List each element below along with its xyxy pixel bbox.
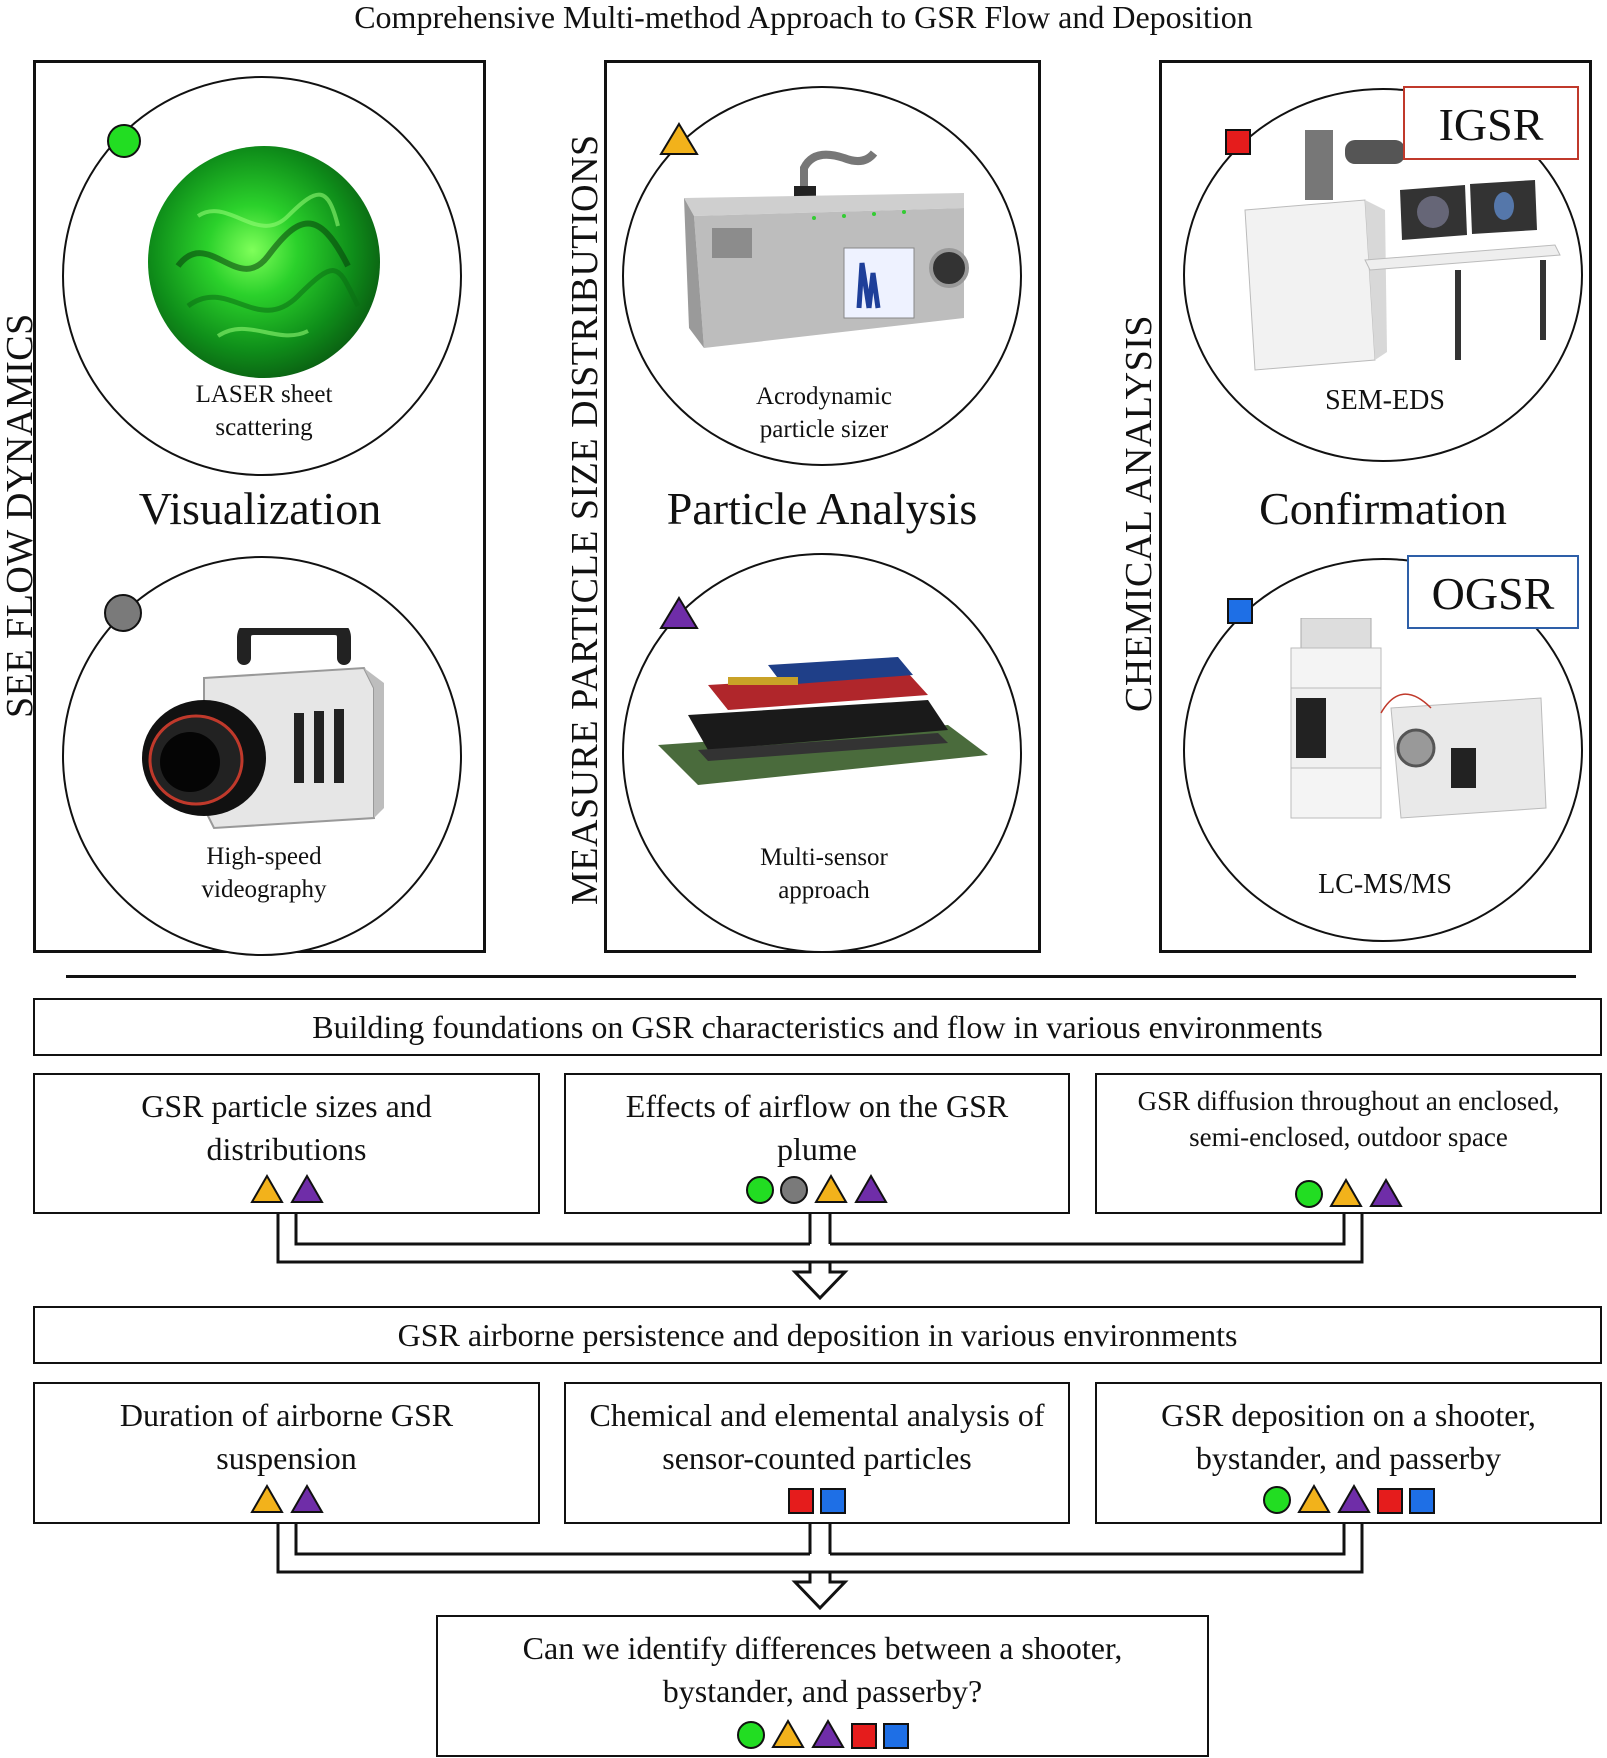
green-circle-marker <box>1294 1180 1323 1208</box>
yellow-triangle-marker <box>770 1719 805 1748</box>
green-circle-marker <box>736 1721 765 1749</box>
marker-row <box>1097 1178 1600 1208</box>
stage1-header-box: Building foundations on GSR characterist… <box>33 998 1602 1056</box>
marker-row <box>566 1488 1068 1514</box>
stage1-box-airflow-effects: Effects of airflow on the GSR plume <box>564 1073 1070 1214</box>
stage1-box-diffusion: GSR diffusion throughout an enclosed, se… <box>1095 1073 1602 1214</box>
final-question-text: Can we identify differences between a sh… <box>522 1630 1123 1709</box>
particle-sizer-caption: Acrodynamic particle sizer <box>755 383 893 443</box>
yellow-triangle-marker <box>659 122 699 155</box>
side-label-flow-dynamics: SEE FLOW DYNAMICS <box>0 313 41 718</box>
marker-row <box>35 1174 538 1204</box>
high-speed-camera-icon <box>142 628 384 830</box>
green-circle-marker <box>746 1176 774 1204</box>
gray-circle-marker <box>780 1176 808 1204</box>
stage2-header-text: GSR airborne persistence and deposition … <box>397 1317 1238 1353</box>
stage1-header-text: Building foundations on GSR characterist… <box>312 1009 1323 1045</box>
purple-triangle-marker <box>810 1719 845 1748</box>
ogsr-tag: OGSR <box>1407 555 1579 629</box>
final-question-box: Can we identify differences between a sh… <box>436 1615 1209 1757</box>
laser-scattering-image <box>148 146 380 378</box>
yellow-triangle-marker <box>1296 1484 1331 1513</box>
stage2-box-text: Duration of airborne GSR suspension <box>119 1397 454 1476</box>
blue-square-marker <box>882 1723 909 1749</box>
stage1-box-text: GSR particle sizes and distributions <box>141 1088 432 1167</box>
red-square-marker <box>850 1723 877 1749</box>
purple-triangle-marker <box>1336 1484 1371 1513</box>
particle-analysis-heading: Particle Analysis <box>666 483 978 534</box>
stage2-box-text: GSR deposition on a shooter, bystander, … <box>1161 1397 1536 1476</box>
stage2-box-chemical-analysis: Chemical and elemental analysis of senso… <box>564 1382 1070 1524</box>
multi-sensor-caption: Multi-sensor approach <box>760 844 888 904</box>
yellow-triangle-marker <box>814 1174 848 1203</box>
marker-row <box>566 1174 1068 1204</box>
stage1-box-text: GSR diffusion throughout an enclosed, se… <box>1137 1086 1560 1152</box>
stage1-box-particle-sizes: GSR particle sizes and distributions <box>33 1073 540 1214</box>
stage1-box-text: Effects of airflow on the GSR plume <box>625 1088 1009 1167</box>
multi-sensor-board-icon <box>658 657 988 785</box>
red-square-marker <box>1225 129 1251 155</box>
igsr-tag: IGSR <box>1403 86 1579 160</box>
marker-row <box>1097 1484 1600 1514</box>
high-speed-caption: High-speed videography <box>201 843 327 903</box>
purple-triangle-marker <box>289 1484 324 1513</box>
blue-square-marker <box>1227 598 1253 624</box>
marker-row <box>438 1719 1207 1749</box>
yellow-triangle-marker <box>249 1174 284 1203</box>
sem-eds-caption: SEM-EDS <box>1325 385 1445 416</box>
red-square-marker <box>788 1488 814 1514</box>
sem-eds-instrument-icon <box>1244 130 1561 371</box>
lc-ms-caption: LC-MS/MS <box>1318 869 1452 900</box>
yellow-triangle-marker <box>249 1484 284 1513</box>
red-square-marker <box>1376 1488 1403 1514</box>
section-divider <box>66 975 1576 978</box>
lc-ms-instrument-icon <box>1290 618 1547 819</box>
gray-circle-marker <box>104 594 142 632</box>
confirmation-heading: Confirmation <box>1259 483 1507 534</box>
stage2-box-deposition: GSR deposition on a shooter, bystander, … <box>1095 1382 1602 1524</box>
figure-title: Comprehensive Multi-method Approach to G… <box>354 0 1253 35</box>
blue-square-marker <box>820 1488 846 1514</box>
side-label-particle-size: MEASURE PARTICLE SIZE DISTRIBUTIONS <box>564 134 606 905</box>
green-circle-marker <box>1262 1486 1291 1514</box>
side-label-chemical-analysis: CHEMICAL ANALYSIS <box>1118 314 1160 712</box>
blue-square-marker <box>1408 1488 1435 1514</box>
particle-sizer-icon <box>684 150 969 348</box>
stage2-header-box: GSR airborne persistence and deposition … <box>33 1306 1602 1364</box>
yellow-triangle-marker <box>1328 1178 1363 1207</box>
visualization-heading: Visualization <box>138 483 382 534</box>
stage2-box-duration: Duration of airborne GSR suspension <box>33 1382 540 1524</box>
purple-triangle-marker <box>289 1174 324 1203</box>
purple-triangle-marker <box>659 596 699 629</box>
laser-sheet-caption: LASER sheet scattering <box>195 381 333 441</box>
purple-triangle-marker <box>854 1174 888 1203</box>
green-circle-marker <box>107 124 141 158</box>
marker-row <box>35 1484 538 1514</box>
purple-triangle-marker <box>1368 1178 1403 1207</box>
stage2-box-text: Chemical and elemental analysis of senso… <box>589 1397 1045 1476</box>
